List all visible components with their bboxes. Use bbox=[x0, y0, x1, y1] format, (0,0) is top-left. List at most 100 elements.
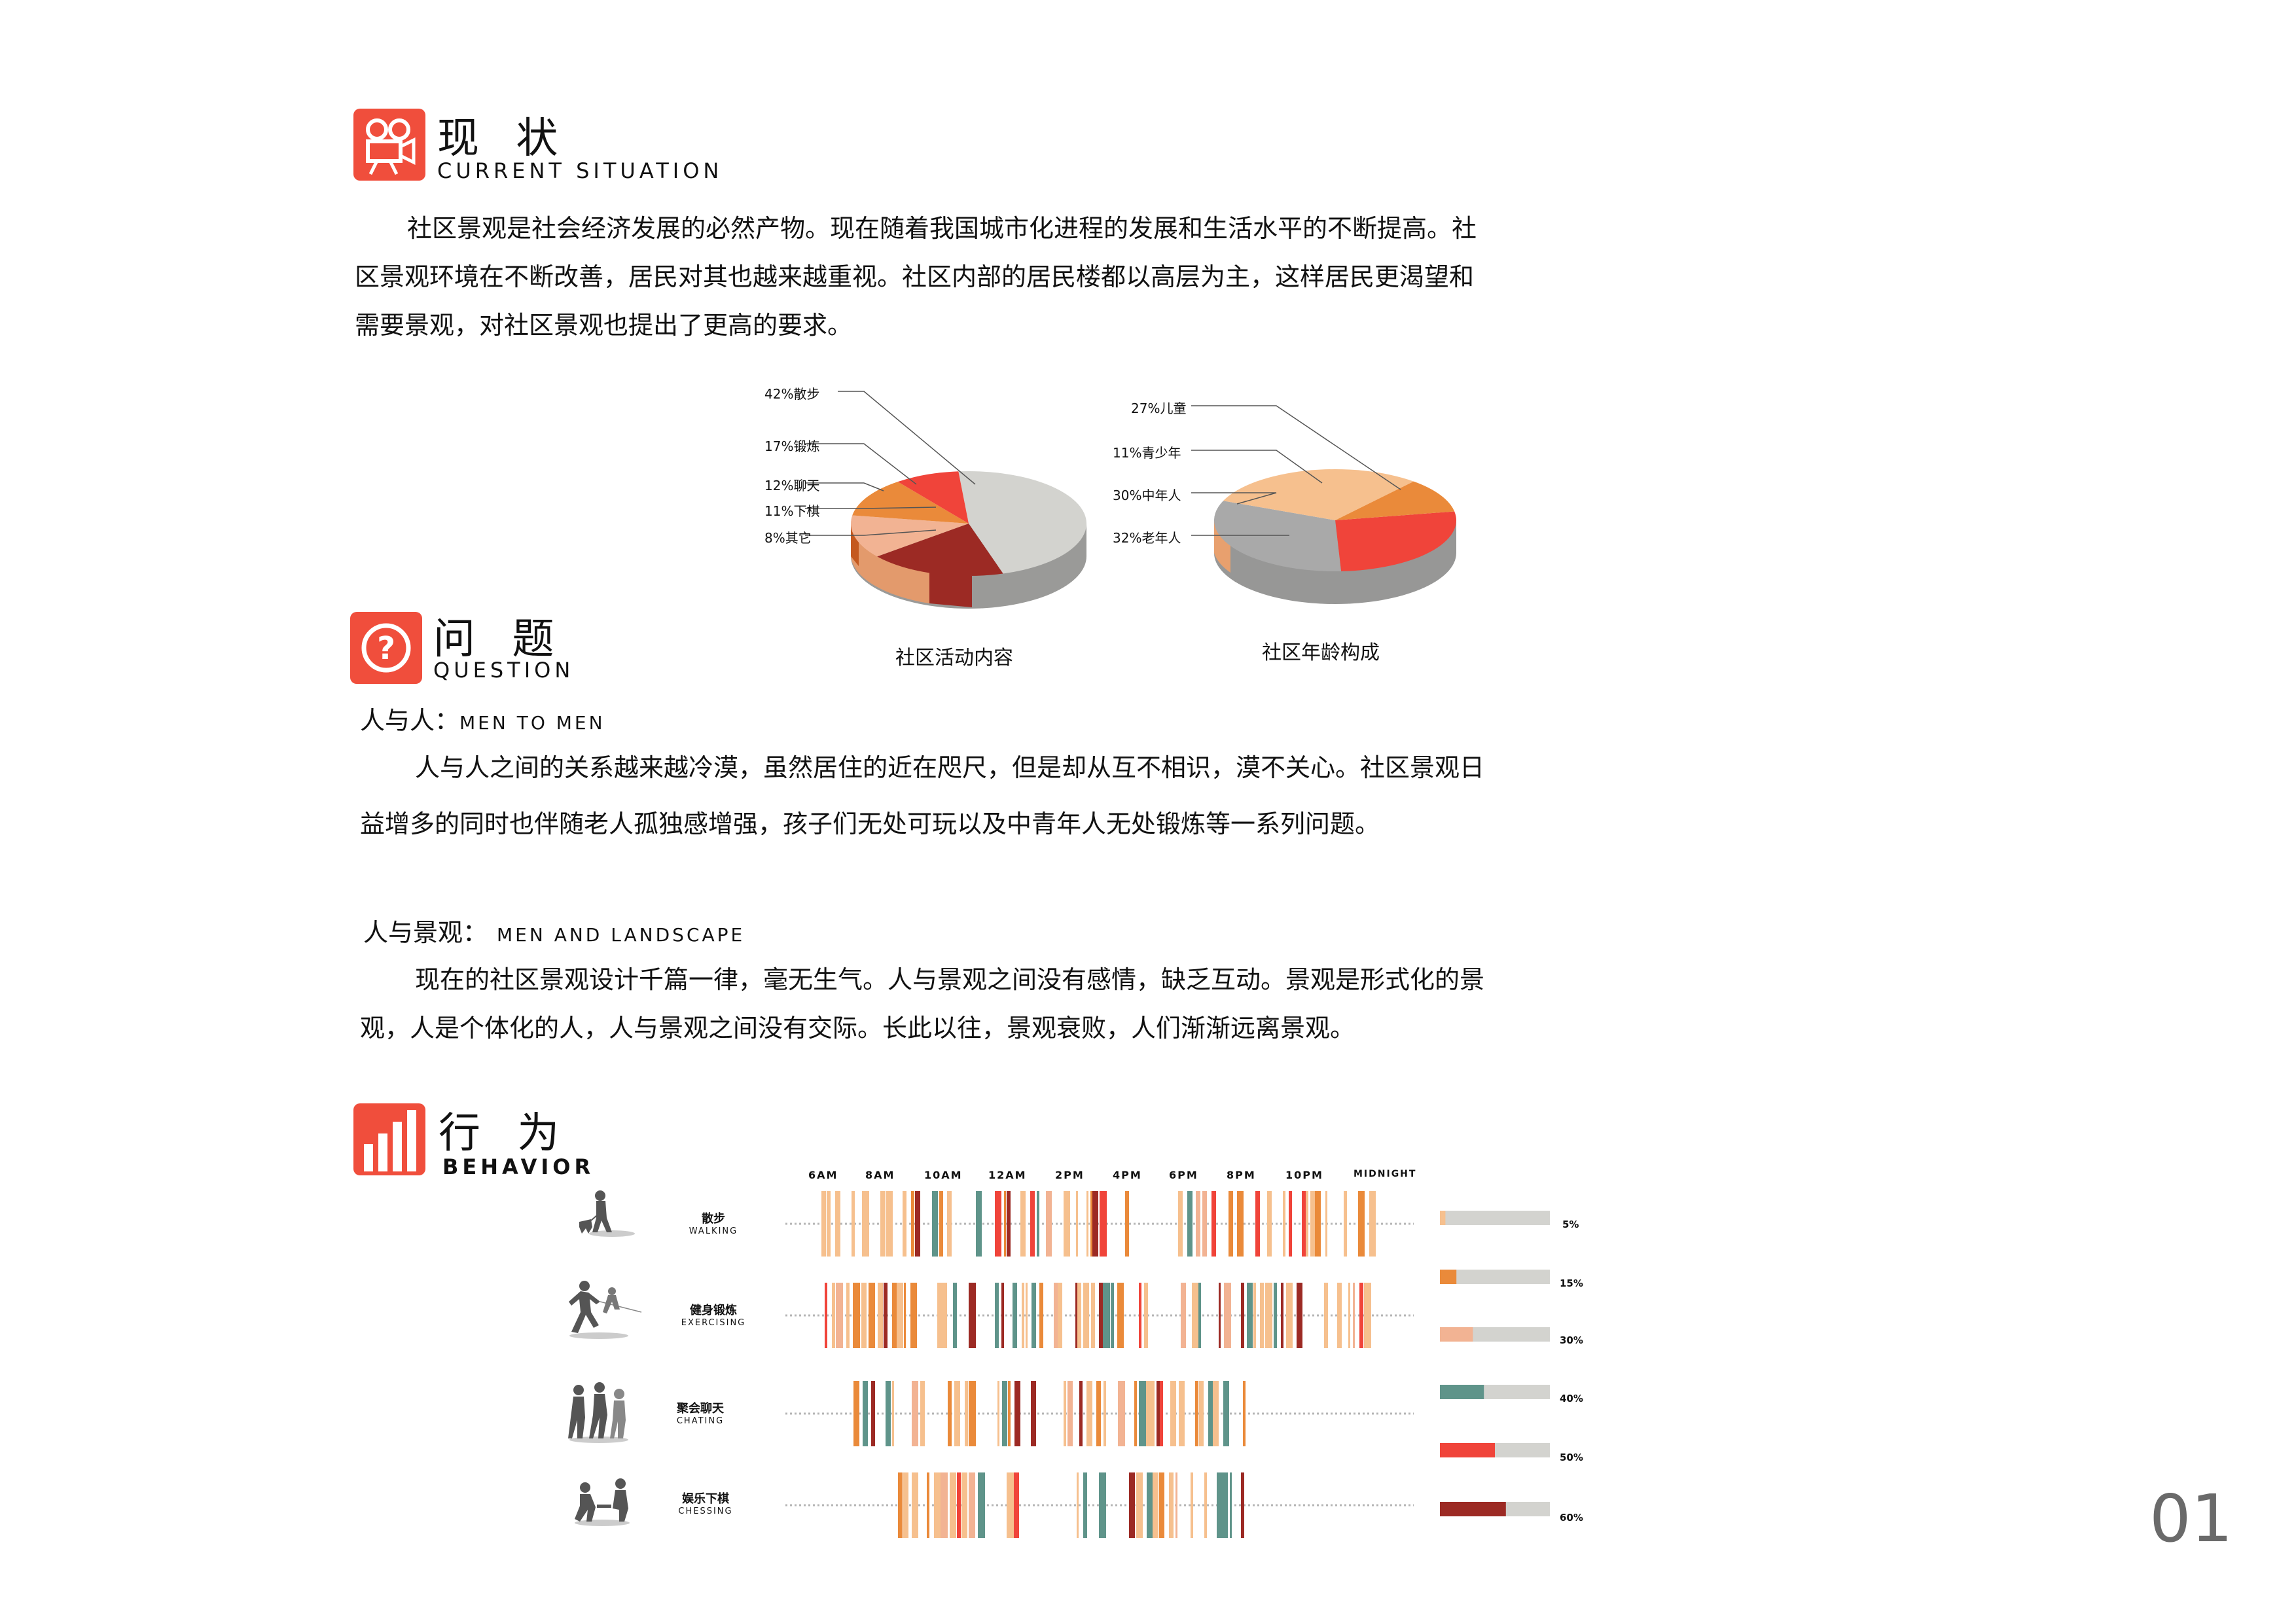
timeline-stripe bbox=[950, 1472, 956, 1538]
timeline-stripe bbox=[961, 1472, 967, 1538]
timeline-stripe bbox=[1211, 1191, 1216, 1257]
timeline-stripe bbox=[836, 1283, 843, 1348]
timeline-stripe bbox=[1004, 1191, 1006, 1257]
pie2-title: 社区年龄构成 bbox=[1262, 641, 1380, 664]
tick-6am: 6AM bbox=[808, 1169, 838, 1181]
question-sub1-en: MEN TO MEN bbox=[459, 712, 605, 734]
timeline-stripe bbox=[912, 1381, 918, 1446]
activity-walking-cn: 散步 bbox=[702, 1212, 725, 1226]
timeline-stripe bbox=[1054, 1283, 1058, 1348]
timeline-stripe bbox=[1202, 1191, 1207, 1257]
timeline-stripe bbox=[1030, 1191, 1035, 1257]
section-behavior-icon-box bbox=[353, 1103, 425, 1175]
timeline-stripe bbox=[1117, 1283, 1124, 1348]
activity-walking-en: WALKING bbox=[689, 1226, 738, 1236]
timeline-stripe bbox=[995, 1283, 999, 1348]
legend-label-15: 15% bbox=[1560, 1277, 1583, 1289]
pie1-label-2: 17%锻炼 bbox=[764, 438, 820, 454]
legend-label-5: 5% bbox=[1562, 1219, 1579, 1230]
timeline-stripe bbox=[910, 1283, 917, 1348]
timeline-stripe bbox=[915, 1191, 920, 1257]
timeline-stripe bbox=[827, 1191, 831, 1257]
timeline-stripe bbox=[1022, 1283, 1024, 1348]
timeline-stripe bbox=[937, 1283, 942, 1348]
timeline-stripe bbox=[939, 1191, 943, 1257]
timeline-stripe bbox=[1169, 1472, 1174, 1538]
activity-chessing-en: CHESSING bbox=[678, 1507, 733, 1516]
timeline-stripe bbox=[897, 1283, 903, 1348]
timeline-stripe bbox=[1364, 1283, 1371, 1348]
timeline-stripe bbox=[1077, 1283, 1081, 1348]
question-sub1-cn: 人与人： bbox=[360, 706, 460, 735]
timeline-stripe bbox=[969, 1283, 976, 1348]
svg-text:?: ? bbox=[377, 630, 395, 667]
section-current-icon-box bbox=[353, 109, 425, 181]
timeline-stripe bbox=[1217, 1472, 1223, 1538]
timeline-stripe bbox=[880, 1191, 885, 1257]
timeline-stripe bbox=[1064, 1191, 1070, 1257]
timeline-stripe bbox=[1195, 1381, 1198, 1446]
timeline-stripe bbox=[1243, 1381, 1246, 1446]
timeline-stripe bbox=[978, 1472, 985, 1538]
timeline-stripe bbox=[1147, 1472, 1153, 1538]
pie-activity-side-darkred bbox=[929, 571, 972, 607]
tick-4pm: 4PM bbox=[1113, 1169, 1142, 1181]
timeline-stripe bbox=[976, 1191, 982, 1257]
timeline-stripe bbox=[1325, 1191, 1327, 1257]
timeline-stripe bbox=[904, 1283, 906, 1348]
pie2-label-3: 30%中年人 bbox=[1113, 488, 1181, 503]
timeline-stripe bbox=[1160, 1381, 1163, 1446]
activity-chating-cn: 聚会聊天 bbox=[677, 1402, 724, 1416]
timeline-stripe bbox=[832, 1283, 835, 1348]
pie2-label-4: 32%老年人 bbox=[1113, 530, 1181, 546]
section-current-title-en: CURRENT SITUATION bbox=[437, 158, 723, 183]
current-line-2: 区景观环境在不断改善，居民对其也越来越重视。社区内部的居民楼都以高层为主，这样居… bbox=[355, 262, 1475, 291]
timeline-stripe bbox=[863, 1381, 868, 1446]
timeline-stripe bbox=[1111, 1283, 1114, 1348]
question-sub1: 人与人：MEN TO MEN bbox=[360, 700, 605, 736]
timeline-stripe bbox=[995, 1191, 1001, 1257]
timeline-stripe bbox=[1196, 1191, 1200, 1257]
tick-8pm: 8PM bbox=[1227, 1169, 1256, 1181]
legend-fill-2 bbox=[1440, 1327, 1473, 1342]
activity-chating-en: CHATING bbox=[676, 1416, 725, 1426]
timeline-stripe bbox=[903, 1472, 908, 1538]
timeline-stripe bbox=[1153, 1472, 1158, 1538]
timeline-stripe bbox=[1067, 1381, 1073, 1446]
timeline-stripe bbox=[1353, 1283, 1355, 1348]
timeline-stripe bbox=[1219, 1283, 1221, 1348]
timeline-stripe bbox=[920, 1381, 925, 1446]
pie-slice-3 bbox=[852, 482, 969, 524]
pie2-label-2: 11%青少年 bbox=[1113, 445, 1181, 461]
timeline-stripe bbox=[1086, 1381, 1092, 1446]
timeline-stripe bbox=[957, 1472, 961, 1538]
timeline-stripe bbox=[1192, 1283, 1198, 1348]
timeline-stripe bbox=[1146, 1381, 1153, 1446]
section-question-title-en: QUESTION bbox=[433, 658, 575, 683]
timeline-stripe bbox=[1213, 1381, 1219, 1446]
timeline-stripe bbox=[1086, 1191, 1088, 1257]
question-para2-line-1: 现在的社区景观设计千篇一律，毫无生气。人与景观之间没有感情，缺乏互动。景观是形式… bbox=[415, 965, 1485, 994]
pie-leader-lines bbox=[805, 391, 1401, 536]
timeline-stripe bbox=[1090, 1191, 1092, 1257]
timeline-stripe bbox=[1179, 1381, 1185, 1446]
timeline-stripe bbox=[1058, 1283, 1062, 1348]
timeline-stripe bbox=[927, 1472, 929, 1538]
timeline-stripe bbox=[912, 1472, 918, 1538]
question-sub2: 人与景观：MEN AND LANDSCAPE bbox=[363, 912, 745, 948]
timeline-stripe bbox=[1289, 1191, 1292, 1257]
timeline-stripe bbox=[869, 1283, 875, 1348]
timeline-stripe bbox=[821, 1191, 826, 1257]
timeline-stripe bbox=[1191, 1472, 1193, 1538]
timeline-stripe bbox=[911, 1191, 914, 1257]
timeline-stripe bbox=[1358, 1191, 1365, 1257]
timeline-stripe bbox=[1237, 1191, 1244, 1257]
timeline-stripe bbox=[1125, 1191, 1129, 1257]
legend-bars bbox=[1440, 1211, 1550, 1516]
pie-slice-1 bbox=[877, 524, 1003, 576]
pie-age-top bbox=[1214, 469, 1456, 571]
timeline-stripe bbox=[1199, 1381, 1204, 1446]
timeline-stripe bbox=[1229, 1191, 1233, 1257]
running-icon bbox=[569, 1281, 642, 1339]
timeline-stripe bbox=[1310, 1191, 1315, 1257]
